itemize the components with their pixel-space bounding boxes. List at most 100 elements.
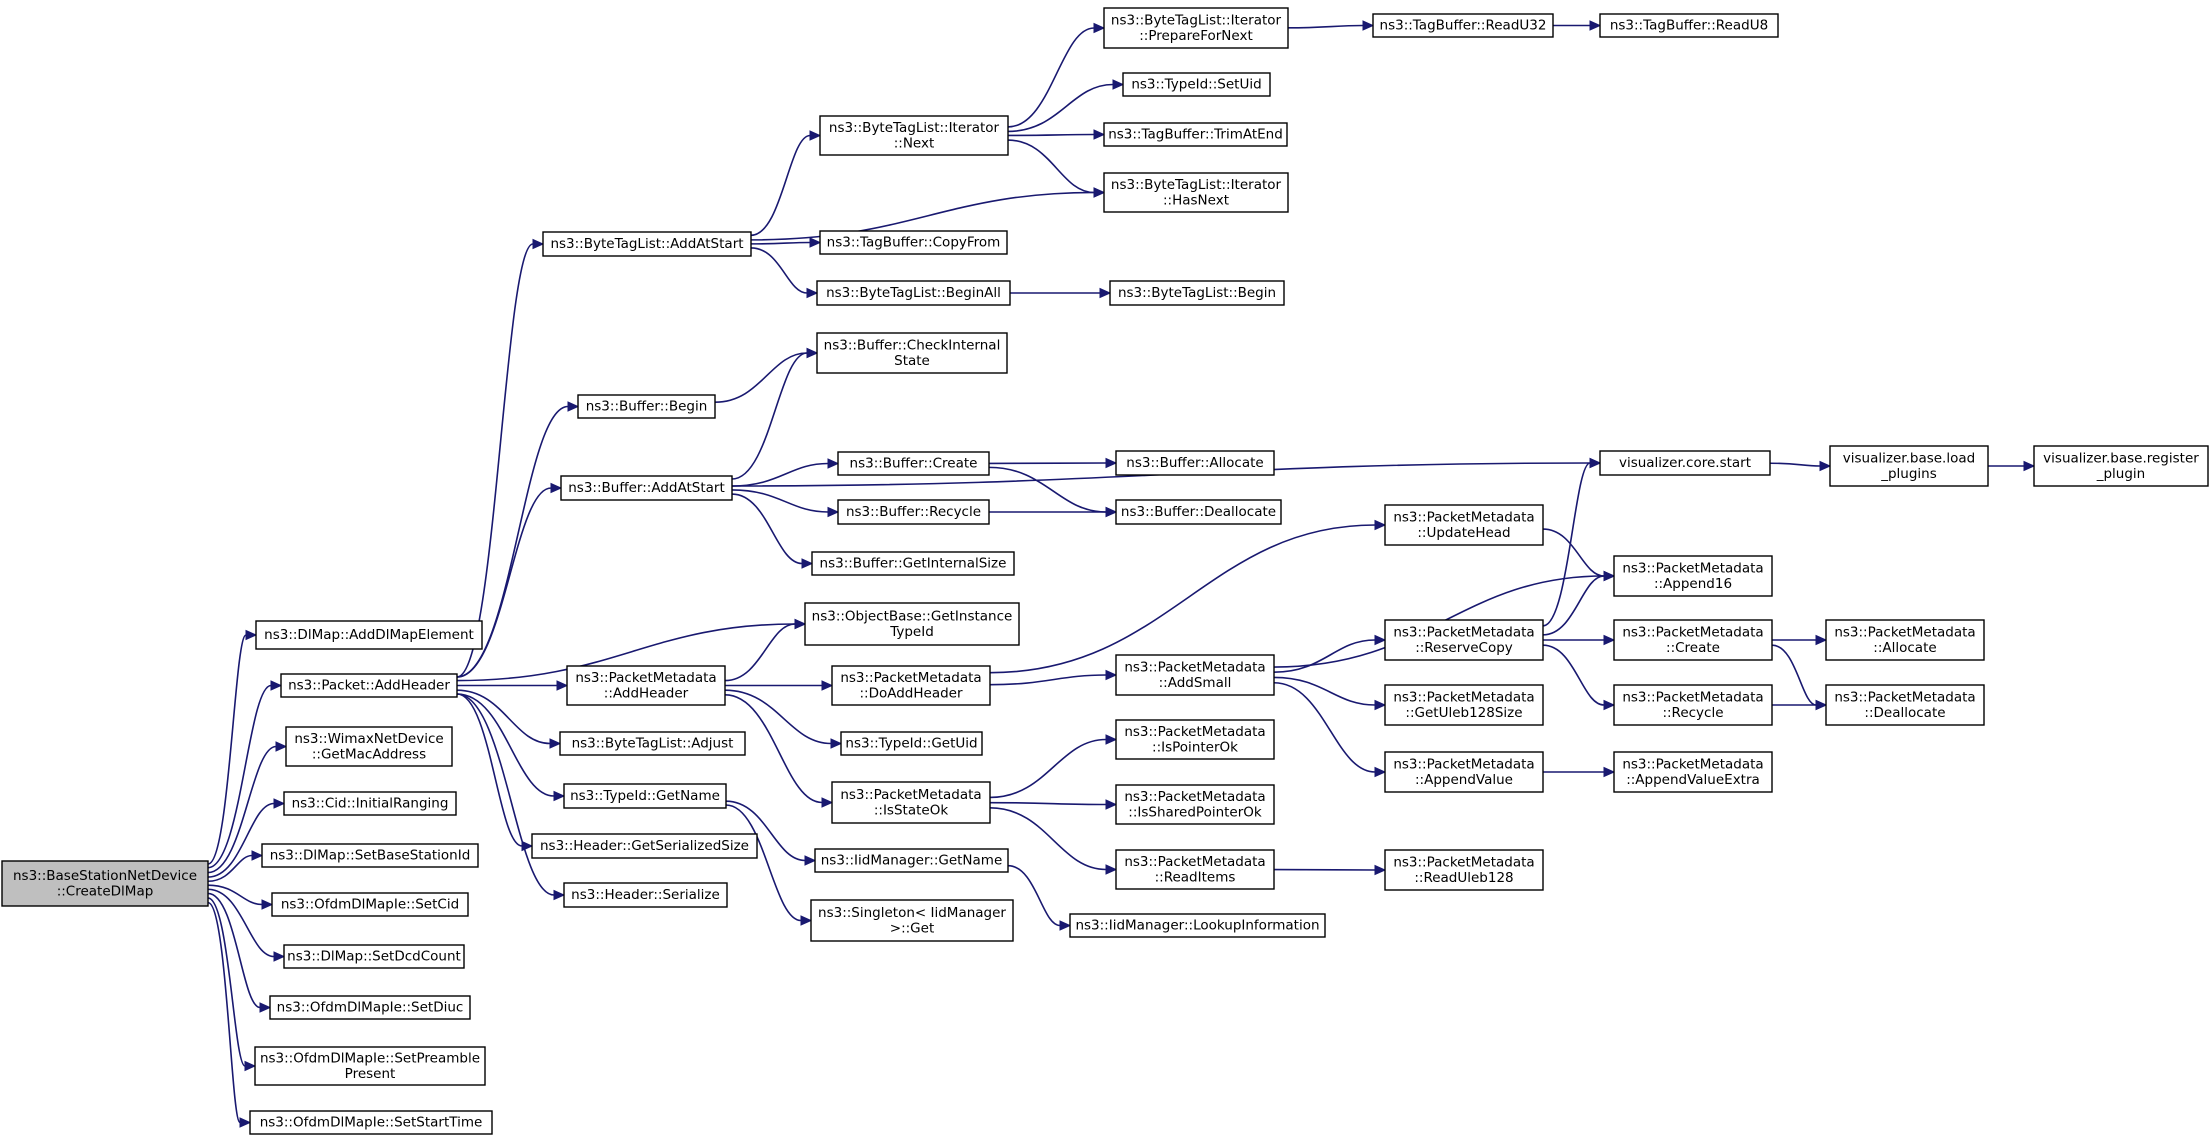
function-node[interactable]: ns3::ByteTagList::Adjust <box>559 731 746 756</box>
function-node[interactable]: ns3::Header::GetSerializedSize <box>531 833 758 859</box>
node-label: ::AppendValueExtra <box>1626 772 1760 788</box>
node-box <box>1109 280 1285 306</box>
node-label: ns3::Buffer::Allocate <box>1126 455 1263 471</box>
function-node[interactable]: ns3::ByteTagList::Begin <box>1109 280 1285 306</box>
function-node[interactable]: ns3::Buffer::Deallocate <box>1115 499 1282 525</box>
node-box <box>283 944 465 969</box>
arrowhead <box>821 797 834 808</box>
function-node[interactable]: visualizer.base.load_plugins <box>1829 445 1989 487</box>
function-node[interactable]: ns3::TypeId::SetUid <box>1122 72 1271 97</box>
function-node[interactable]: ns3::TagBuffer::ReadU32 <box>1372 13 1554 38</box>
node-label: ns3::DlMap::SetDcdCount <box>287 949 461 965</box>
arrowhead <box>806 347 819 359</box>
node-box <box>269 995 471 1020</box>
function-node[interactable]: ns3::Singleton< IidManager>::Get <box>810 899 1014 942</box>
function-node[interactable]: ns3::BaseStationNetDevice::CreateDlMap <box>1 860 209 907</box>
function-node[interactable]: ns3::Buffer::Create <box>837 451 990 476</box>
function-node[interactable]: ns3::ByteTagList::Iterator::Next <box>819 115 1009 156</box>
function-node[interactable]: ns3::ByteTagList::AddAtStart <box>542 231 752 257</box>
node-label: ns3::Buffer::CheckInternal <box>824 337 1001 353</box>
node-label: >::Get <box>890 920 934 936</box>
function-node[interactable]: ns3::PacketMetadata::IsSharedPointerOk <box>1115 784 1275 825</box>
function-node[interactable]: ns3::Buffer::Recycle <box>837 499 990 525</box>
arrowhead <box>549 738 562 749</box>
call-edge <box>456 487 552 678</box>
node-label: ns3::Buffer::AddAtStart <box>568 480 725 496</box>
function-node[interactable]: ns3::PacketMetadata::AppendValue <box>1384 751 1544 793</box>
function-node[interactable]: ns3::PacketMetadata::GetUleb128Size <box>1384 684 1544 726</box>
node-label: ns3::Buffer::Deallocate <box>1121 504 1276 520</box>
function-node[interactable]: ns3::PacketMetadata::AppendValueExtra <box>1613 751 1773 793</box>
function-node[interactable]: ns3::PacketMetadata::Allocate <box>1825 619 1985 661</box>
function-node[interactable]: visualizer.base.register_plugin <box>2033 445 2209 487</box>
node-box <box>1384 684 1544 726</box>
node-label: ns3::ByteTagList::Iterator <box>829 120 1000 136</box>
function-node[interactable]: ns3::PacketMetadata::IsStateOk <box>831 781 991 824</box>
function-node[interactable]: ns3::TagBuffer::TrimAtEnd <box>1103 122 1288 147</box>
function-node[interactable]: ns3::Buffer::Begin <box>577 394 716 419</box>
function-node[interactable]: ns3::DlMap::SetBaseStationId <box>261 843 479 868</box>
node-label: ::IsSharedPointerOk <box>1128 804 1262 820</box>
function-node[interactable]: ns3::PacketMetadata::ReserveCopy <box>1384 619 1544 661</box>
function-node[interactable]: ns3::Buffer::AddAtStart <box>560 475 733 501</box>
function-node[interactable]: ns3::PacketMetadata::ReadUleb128 <box>1384 849 1544 891</box>
function-node[interactable]: ns3::TagBuffer::CopyFrom <box>819 230 1008 255</box>
call-edge <box>456 693 523 847</box>
function-node[interactable]: ns3::Packet::AddHeader <box>280 673 458 698</box>
function-node[interactable]: ns3::PacketMetadata::Append16 <box>1613 555 1773 597</box>
function-node[interactable]: ns3::ByteTagList::Iterator::HasNext <box>1103 172 1289 213</box>
function-node[interactable]: ns3::Buffer::GetInternalSize <box>811 551 1015 576</box>
function-node[interactable]: ns3::Cid::InitialRanging <box>283 791 457 816</box>
function-node[interactable]: ns3::PacketMetadata::ReadItems <box>1115 849 1275 890</box>
call-edge <box>1771 644 1817 706</box>
function-node[interactable]: ns3::DlMap::AddDlMapElement <box>255 620 483 650</box>
function-node[interactable]: ns3::Header::Serialize <box>563 882 728 908</box>
function-node[interactable]: ns3::OfdmDlMapIe::SetStartTime <box>249 1110 493 1135</box>
arrowhead <box>1374 519 1387 531</box>
node-box <box>563 882 728 908</box>
node-label: TypeId <box>889 624 934 640</box>
arrowhead <box>1059 920 1072 931</box>
function-node[interactable]: ns3::ByteTagList::BeginAll <box>816 280 1011 306</box>
function-node[interactable]: ns3::OfdmDlMapIe::SetDiuc <box>269 995 471 1020</box>
function-node[interactable]: ns3::IidManager::GetName <box>814 848 1009 873</box>
node-label: State <box>894 353 930 369</box>
function-node[interactable]: ns3::PacketMetadata::AddHeader <box>566 665 726 706</box>
function-node[interactable]: ns3::PacketMetadata::IsPointerOk <box>1115 719 1275 760</box>
call-edge <box>456 689 551 745</box>
call-edge <box>456 693 555 896</box>
node-box <box>1599 450 1771 476</box>
function-node[interactable]: ns3::TypeId::GetUid <box>840 731 983 756</box>
function-node[interactable]: ns3::PacketMetadata::UpdateHead <box>1384 504 1544 546</box>
function-node[interactable]: visualizer.core.start <box>1599 450 1771 476</box>
node-label: ::ReadUleb128 <box>1414 870 1513 886</box>
function-node[interactable]: ns3::TypeId::GetName <box>563 783 727 809</box>
function-node[interactable]: ns3::PacketMetadata::Deallocate <box>1825 684 1985 726</box>
function-node[interactable]: ns3::PacketMetadata::Create <box>1613 619 1773 661</box>
call-edge <box>456 243 534 678</box>
node-box <box>1825 684 1985 726</box>
function-node[interactable]: ns3::DlMap::SetDcdCount <box>283 944 465 969</box>
function-node[interactable]: ns3::IidManager::LookupInformation <box>1069 913 1326 938</box>
function-node[interactable]: ns3::PacketMetadata::AddSmall <box>1115 654 1275 696</box>
function-node[interactable]: ns3::ByteTagList::Iterator::PrepareForNe… <box>1103 7 1289 49</box>
node-box <box>1825 619 1985 661</box>
function-node[interactable]: ns3::PacketMetadata::DoAddHeader <box>831 665 991 706</box>
function-node[interactable]: ns3::TagBuffer::ReadU8 <box>1599 13 1779 38</box>
node-box <box>837 499 990 525</box>
node-label: ::ReadItems <box>1155 869 1236 885</box>
function-node[interactable]: ns3::WimaxNetDevice::GetMacAddress <box>285 726 453 767</box>
arrowhead <box>1374 634 1387 646</box>
node-label: ::Allocate <box>1873 640 1936 656</box>
function-node[interactable]: ns3::Buffer::Allocate <box>1115 450 1275 476</box>
function-node[interactable]: ns3::PacketMetadata::Recycle <box>1613 684 1773 726</box>
function-node[interactable]: ns3::OfdmDlMapIe::SetCid <box>271 892 469 917</box>
node-label: ns3::DlMap::AddDlMapElement <box>264 627 474 643</box>
node-label: ns3::PacketMetadata <box>1622 756 1763 772</box>
arrowhead <box>1815 699 1828 711</box>
arrowhead <box>273 798 286 809</box>
